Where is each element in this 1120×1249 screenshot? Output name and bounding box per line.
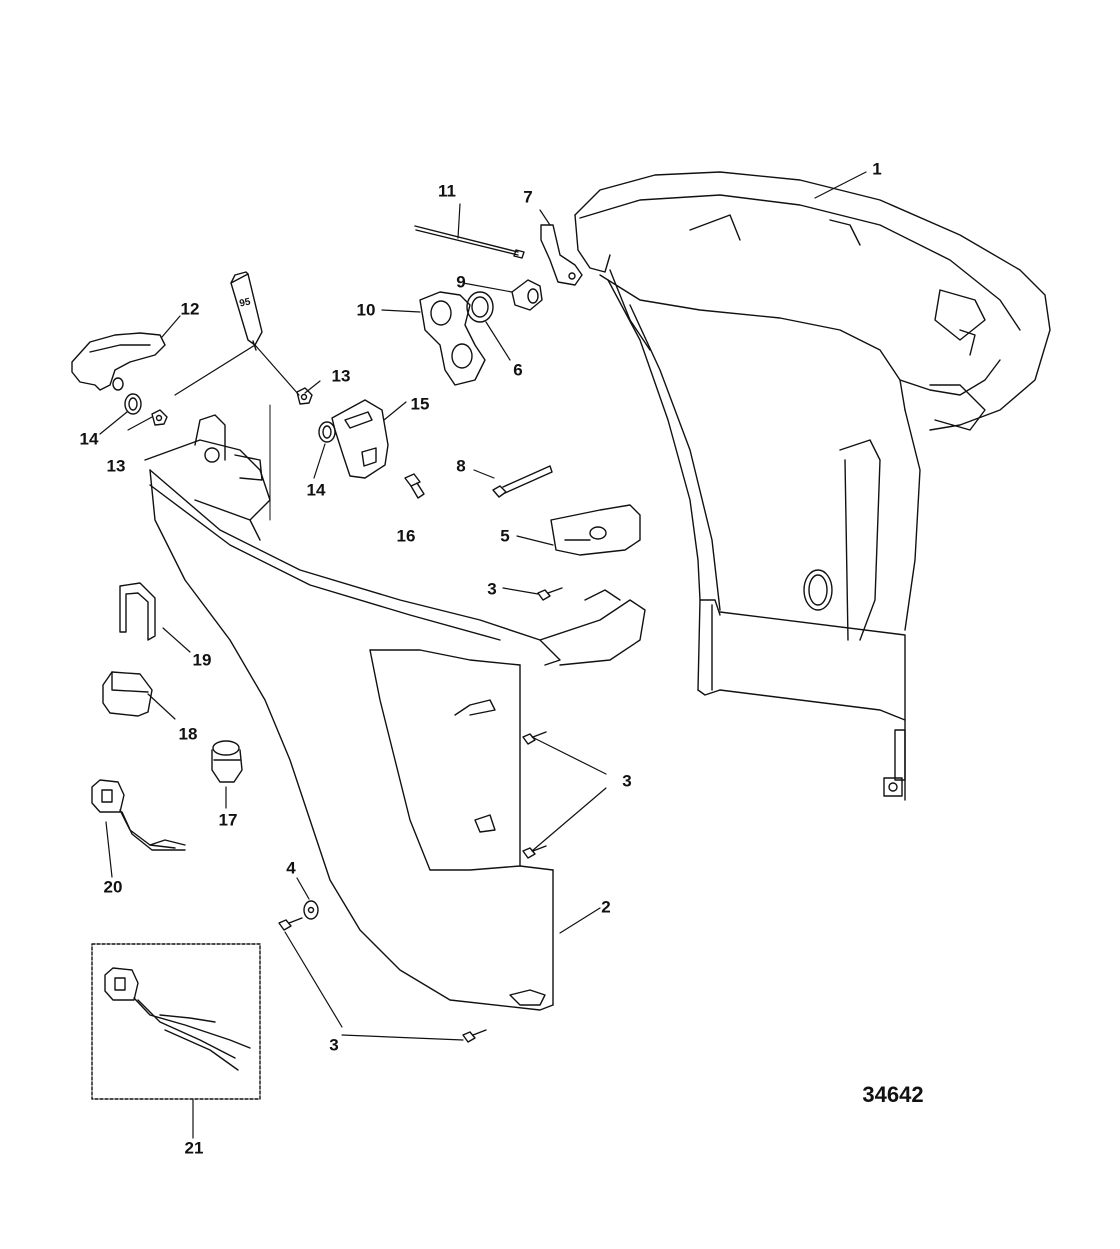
callout-10: 10 <box>356 300 376 320</box>
callout-13: 13 <box>106 456 126 476</box>
switch-harness-part-20 <box>91 779 186 851</box>
callout-3: 3 <box>487 579 497 599</box>
handle-part-12 <box>71 332 166 391</box>
top-cowl-right-part-1 <box>574 171 1051 801</box>
latch-plate-part-10 <box>419 291 486 386</box>
callout-3: 3 <box>329 1035 339 1055</box>
callout-4: 4 <box>286 858 296 878</box>
callout-21: 21 <box>184 1138 204 1158</box>
callout-17: 17 <box>218 810 238 830</box>
callout-9: 9 <box>456 272 466 292</box>
callout-20: 20 <box>103 877 123 897</box>
callout-13: 13 <box>331 366 351 386</box>
clip-part-19 <box>119 582 156 641</box>
callout-6: 6 <box>513 360 523 380</box>
rod-part-11 <box>414 225 525 259</box>
cover-part-18 <box>102 671 153 717</box>
knob-part-9 <box>511 279 543 311</box>
callout-5: 5 <box>500 526 510 546</box>
bottom-cowl-left-part-2 <box>144 414 646 1011</box>
bolt-part-8 <box>492 465 553 498</box>
plate-part-15 <box>331 399 389 479</box>
screw-part-3 <box>278 587 563 1043</box>
callout-14: 14 <box>79 429 99 449</box>
diagram-code: 34642 <box>862 1082 924 1107</box>
callout-12: 12 <box>180 299 200 319</box>
callout-18: 18 <box>178 724 198 744</box>
leader-lines <box>99 171 867 1139</box>
callout-16: 16 <box>396 526 416 546</box>
washer-part-4 <box>303 900 319 920</box>
seal-part-6 <box>466 291 494 323</box>
stud-part-16 <box>404 473 425 499</box>
callout-7: 7 <box>523 187 533 207</box>
callout-8: 8 <box>456 456 466 476</box>
callout-19: 19 <box>192 650 212 670</box>
pad-part-5 <box>550 504 641 556</box>
callout-3: 3 <box>622 771 632 791</box>
kit-box-part-21 <box>91 943 261 1100</box>
callout-1: 1 <box>872 159 882 179</box>
nut-part-13 <box>151 387 313 426</box>
grommet-part-17 <box>211 740 243 783</box>
bracket-part-7 <box>540 224 583 286</box>
callout-15: 15 <box>410 394 430 414</box>
callout-14: 14 <box>306 480 326 500</box>
callout-2: 2 <box>601 897 611 917</box>
callout-11: 11 <box>438 181 456 201</box>
